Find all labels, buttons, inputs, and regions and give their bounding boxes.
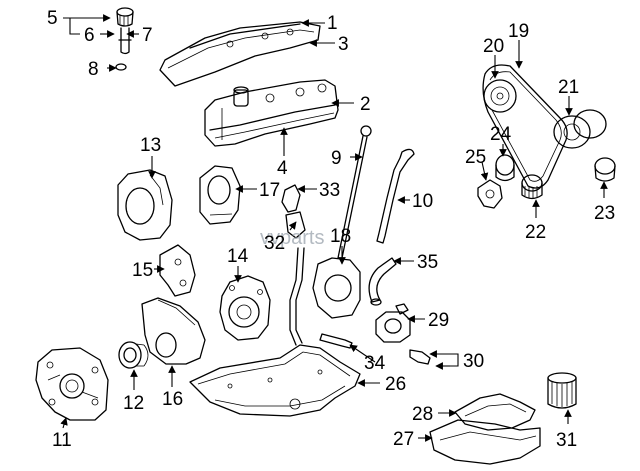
callout-1[interactable]: 1 [327, 13, 338, 34]
callout-34[interactable]: 34 [364, 353, 386, 374]
callout-32[interactable]: 32 [264, 233, 285, 254]
callout-17[interactable]: 17 [259, 180, 280, 201]
callout-15[interactable]: 15 [132, 260, 153, 281]
callout-12[interactable]: 12 [123, 393, 144, 414]
callout-2[interactable]: 2 [360, 94, 371, 115]
callout-6[interactable]: 6 [84, 25, 95, 46]
crankshaft-pulley-illustration [118, 341, 149, 369]
callout-5[interactable]: 5 [47, 8, 58, 29]
water-pump-illustration [219, 275, 271, 341]
callout-31[interactable]: 31 [556, 430, 577, 451]
callout-18[interactable]: 18 [330, 226, 351, 247]
callout-4[interactable]: 4 [277, 158, 288, 179]
lower-timing-cover-illustration [141, 297, 206, 365]
timing-cover-gasket-illustration [199, 165, 241, 225]
callout-28[interactable]: 28 [412, 404, 433, 425]
crankshaft-gear-illustration [521, 174, 543, 200]
callout-23[interactable]: 23 [594, 203, 615, 224]
callout-21[interactable]: 21 [558, 77, 579, 98]
callout-25[interactable]: 25 [465, 147, 486, 168]
callout-13[interactable]: 13 [140, 135, 161, 156]
camshaft-pulley-left-illustration [483, 79, 517, 113]
callout-30[interactable]: 30 [463, 351, 484, 372]
mount-bracket-illustration [159, 244, 196, 297]
right-valve-cover-illustration [204, 79, 339, 147]
callout-10[interactable]: 10 [412, 191, 433, 212]
callout-22[interactable]: 22 [525, 222, 546, 243]
callout-20[interactable]: 20 [483, 36, 504, 57]
belt-tensioner-illustration [477, 179, 503, 209]
callout-26[interactable]: 26 [385, 374, 406, 395]
oil-pan-gasket-illustration [454, 393, 536, 431]
upper-oil-pan-illustration [189, 344, 361, 417]
crankshaft-seal-illustration [594, 157, 616, 182]
callout-9[interactable]: 9 [331, 148, 342, 169]
callout-11[interactable]: 11 [52, 430, 72, 451]
callout-27[interactable]: 27 [393, 429, 414, 450]
oil-filter-illustration [547, 372, 577, 409]
callout-16[interactable]: 16 [162, 389, 183, 410]
oil-cooler-hose-illustration [368, 257, 397, 306]
camshaft-pulley-right-illustration [553, 109, 607, 149]
callout-29[interactable]: 29 [428, 310, 449, 331]
callout-35[interactable]: 35 [417, 252, 438, 273]
oil-pickup-illustration [289, 247, 361, 346]
callout-8[interactable]: 8 [88, 59, 99, 80]
breather-hose-illustration [281, 184, 306, 239]
idler-pulley-illustration [495, 154, 515, 182]
leader-lines [60, 14, 608, 442]
callout-3[interactable]: 3 [338, 34, 349, 55]
oil-pump-housing-illustration [35, 347, 109, 421]
callout-14[interactable]: 14 [227, 246, 249, 267]
callout-numbers: 1 2 3 4 5 6 7 8 9 10 11 12 13 14 15 16 1… [47, 8, 615, 451]
callout-19[interactable]: 19 [508, 21, 529, 42]
watermark-text: vvparts [260, 227, 324, 249]
oil-filler-cap-illustration [115, 7, 134, 71]
callout-24[interactable]: 24 [490, 124, 512, 145]
callout-7[interactable]: 7 [142, 25, 153, 46]
upper-timing-cover-illustration [117, 169, 173, 241]
left-valve-cover-illustration [159, 21, 321, 87]
callout-33[interactable]: 33 [319, 180, 340, 201]
lower-oil-pan-illustration [429, 419, 541, 465]
